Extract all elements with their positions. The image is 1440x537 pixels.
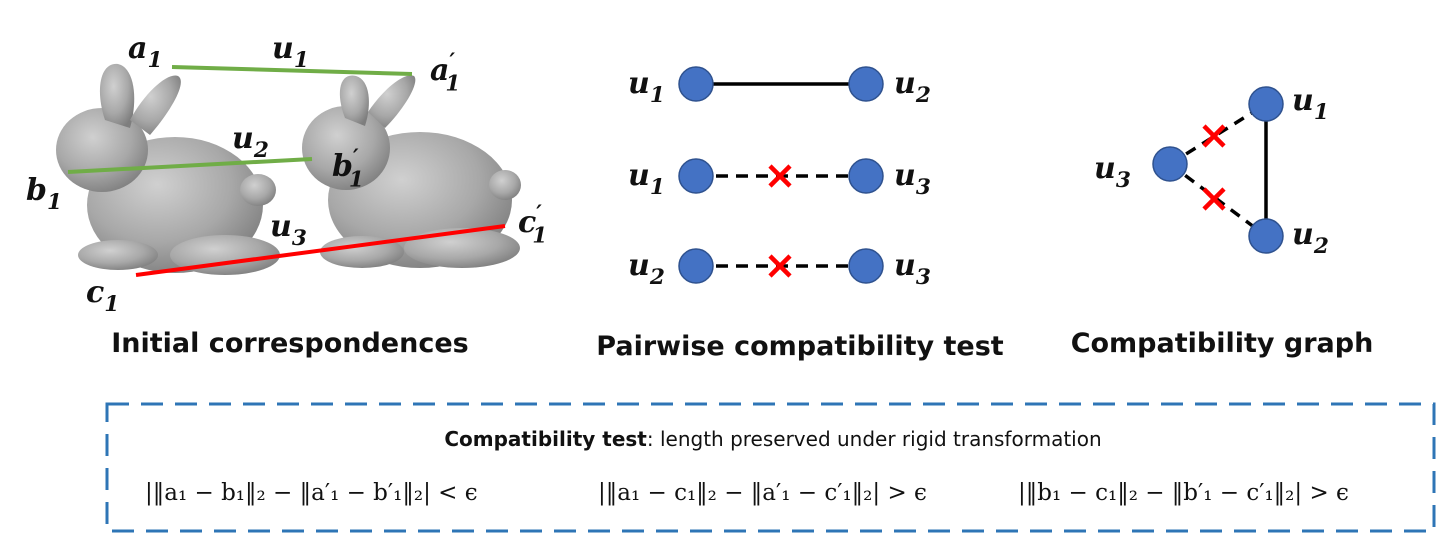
- label-u1: u1: [272, 31, 309, 73]
- node-right: [848, 248, 884, 284]
- right-label-base: u: [894, 248, 916, 283]
- label-point-c1p-prime: ′: [536, 200, 542, 225]
- right-label-sub: 3: [916, 265, 931, 290]
- node-left: [678, 66, 714, 102]
- cross-u3-u2: [1202, 187, 1226, 211]
- left-label-sub: 2: [649, 265, 665, 290]
- label-u2-base: u: [232, 121, 254, 156]
- correspondence-line-u1: [171, 65, 413, 76]
- caption-pairwise-test: Pairwise compatibility test: [596, 331, 1004, 362]
- bunny-left: [56, 63, 280, 275]
- left-label-base: u: [628, 158, 650, 193]
- left-label-sub: 1: [650, 83, 665, 108]
- graph-node-u2: [1248, 218, 1284, 254]
- node-left: [678, 248, 714, 284]
- box-title: Compatibility test: [444, 427, 647, 451]
- label-u2: u2: [232, 121, 269, 163]
- right-label-base: u: [894, 158, 916, 193]
- compatibility-test-box: [105, 402, 1436, 533]
- box-description: : length preserved under rigid transform…: [647, 427, 1102, 451]
- label-point-a1p: a′1: [430, 48, 460, 97]
- graph-label-u3: u3: [1094, 151, 1131, 193]
- label-point-b1: b1: [26, 173, 62, 215]
- left-label-sub: 1: [650, 175, 665, 200]
- right-label: u3: [894, 248, 931, 290]
- label-point-c1p-base: c: [518, 205, 536, 240]
- label-point-c1p-sub: 1: [532, 224, 547, 249]
- box-title-line: Compatibility test: length preserved und…: [444, 427, 1101, 451]
- caption-compatibility-graph: Compatibility graph: [1071, 328, 1374, 359]
- graph-label-u1-sub: 1: [1314, 100, 1329, 125]
- node-right: [848, 158, 884, 194]
- label-point-a1p-sub: 1: [445, 72, 460, 97]
- graph-node-u1: [1248, 86, 1284, 122]
- node-left: [678, 158, 714, 194]
- label-point-c1: c1: [86, 275, 119, 317]
- label-point-b1-base: b: [26, 173, 47, 208]
- right-label: u2: [894, 66, 931, 108]
- label-point-b1p-sub: 1: [349, 168, 364, 193]
- node-right: [848, 66, 884, 102]
- label-u3-sub: 3: [292, 226, 307, 251]
- label-point-a1p-base: a: [430, 53, 449, 88]
- label-u1-base: u: [272, 31, 294, 66]
- correspondence-line-u3: [135, 224, 506, 277]
- graph-label-u1-base: u: [1292, 83, 1314, 118]
- label-point-a1-sub: 1: [147, 48, 162, 73]
- incompatible-cross: [768, 164, 792, 188]
- incompatible-cross: [768, 254, 792, 278]
- correspondence-line-u2: [67, 157, 313, 174]
- formula-ac: |‖a₁ − c₁‖₂ − ‖a′₁ − c′₁‖₂| > ϵ: [598, 480, 927, 506]
- right-label-sub: 3: [916, 175, 931, 200]
- label-point-c1-sub: 1: [104, 292, 119, 317]
- graph-label-u2-base: u: [1292, 217, 1314, 252]
- label-point-c1-base: c: [86, 275, 104, 310]
- label-u3: u3: [270, 209, 307, 251]
- label-point-b1p-prime: ′: [353, 144, 359, 169]
- right-label: u3: [894, 158, 931, 200]
- graph-node-u3: [1152, 146, 1188, 182]
- label-point-c1p: c′1: [518, 200, 547, 249]
- right-label-sub: 2: [915, 83, 931, 108]
- graph-label-u3-base: u: [1094, 151, 1116, 186]
- label-point-b1p-base: b: [332, 149, 353, 184]
- label-point-a1-base: a: [128, 31, 147, 66]
- label-point-b1-sub: 1: [47, 190, 62, 215]
- left-label-base: u: [628, 248, 650, 283]
- left-label: u1: [628, 158, 665, 200]
- caption-initial-correspondences: Initial correspondences: [111, 328, 468, 359]
- graph-label-u2: u2: [1292, 217, 1329, 259]
- label-point-a1p-prime: ′: [449, 48, 455, 73]
- graph-label-u3-sub: 3: [1116, 168, 1131, 193]
- graph-label-u2-sub: 2: [1313, 234, 1329, 259]
- bunny-right: [302, 75, 521, 268]
- label-point-b1p: b′1: [332, 144, 364, 193]
- graph-label-u1: u1: [1292, 83, 1329, 125]
- label-u2-sub: 2: [253, 138, 269, 163]
- cross-u3-u1: [1202, 124, 1226, 148]
- right-label-base: u: [894, 66, 916, 101]
- left-label-base: u: [628, 66, 650, 101]
- label-u1-sub: 1: [294, 48, 309, 73]
- left-label: u1: [628, 66, 665, 108]
- label-point-a1: a1: [128, 31, 162, 73]
- formula-bc: |‖b₁ − c₁‖₂ − ‖b′₁ − c′₁‖₂| > ϵ: [1018, 480, 1349, 506]
- label-u3-base: u: [270, 209, 292, 244]
- left-label: u2: [628, 248, 665, 290]
- formula-ab: |‖a₁ − b₁‖₂ − ‖a′₁ − b′₁‖₂| < ϵ: [145, 480, 478, 506]
